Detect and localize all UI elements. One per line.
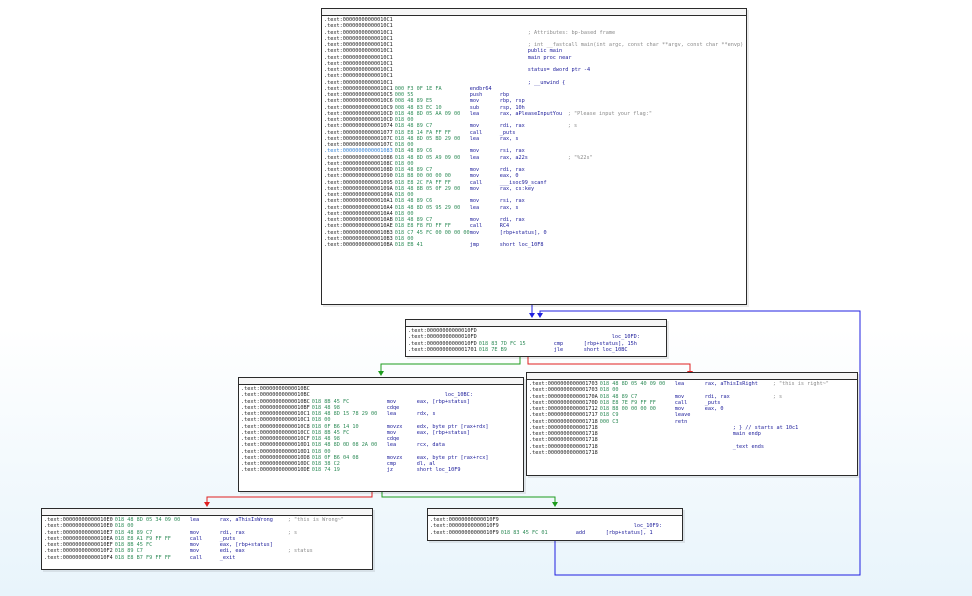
asm-line[interactable]: .text:00000000000010F9018 83 45 FC 01add… — [430, 530, 680, 536]
asm-operands: rax, s — [500, 136, 519, 142]
asm-operands: [rbp+status], 1 — [606, 530, 653, 536]
block-titlebar — [42, 509, 372, 516]
asm-operands: rdx, s — [417, 411, 436, 417]
block-body: .text:0000000000001703018 48 8D 05 40 09… — [527, 380, 857, 458]
asm-operands: rax, aThisIsWrong — [220, 517, 288, 523]
asm-bytes: 018 74 19 — [312, 467, 387, 473]
asm-comment: ; s — [773, 394, 782, 400]
asm-address: .text:00000000000010DE — [241, 467, 310, 473]
asm-address: .text:00000000000010F4 — [44, 555, 113, 561]
asm-operands: [rbp+status], 0 — [500, 230, 547, 236]
block-titlebar — [322, 9, 746, 16]
asm-address: .text:0000000000001701 — [408, 347, 477, 353]
asm-comment: ; "this is Wrong~" — [288, 517, 344, 523]
edge-body-to-inc — [382, 491, 558, 507]
asm-text: _text ends — [733, 444, 764, 450]
asm-text: ; Attributes: bp-based frame — [528, 30, 615, 36]
asm-line[interactable]: .text:00000000000010F4018 E8 B7 F9 FF FF… — [44, 555, 370, 561]
asm-comment: ; "%22s" — [568, 155, 593, 161]
asm-operands: rax, a22s — [500, 155, 568, 161]
asm-text: main endp — [733, 431, 761, 437]
asm-operands: eax, [rbp+status] — [417, 430, 470, 436]
asm-text: ; __unwind { — [528, 80, 565, 86]
asm-address: .text:0000000000001718 — [529, 450, 598, 456]
asm-bytes: 018 7E B9 — [479, 347, 554, 353]
asm-bytes: 000 C3 — [600, 419, 675, 425]
asm-bytes: 018 E8 B7 F9 FF FF — [115, 555, 190, 561]
block-body: .text:00000000000010E0018 48 8D 05 34 09… — [42, 516, 372, 563]
block-body: .text:00000000000010FD.text:000000000000… — [406, 327, 666, 355]
block-titlebar — [406, 320, 666, 327]
asm-address: .text:00000000000010F9 — [430, 530, 499, 536]
asm-operands: rax, s — [500, 205, 519, 211]
edge-body-to-wrong — [204, 491, 372, 507]
block-titlebar — [527, 373, 857, 380]
asm-mnemonic: call — [190, 555, 220, 561]
asm-mnemonic: add — [576, 530, 606, 536]
asm-comment: ; s — [288, 530, 297, 536]
block-body: .text:00000000000010C1.text:000000000000… — [322, 16, 746, 250]
asm-address: .text:00000000000010BA — [324, 242, 393, 248]
asm-comment: ; status — [288, 548, 313, 554]
asm-text: status= dword ptr -4 — [528, 67, 590, 73]
block-body: .text:00000000000010F9.text:000000000000… — [428, 516, 682, 538]
block-titlebar — [428, 509, 682, 516]
asm-operands: rax, aPleaseInputYou — [500, 111, 568, 117]
asm-line[interactable]: .text:0000000000001718 — [529, 450, 855, 456]
asm-mnemonic: retn — [675, 419, 705, 425]
block-increment[interactable]: .text:00000000000010F9.text:000000000000… — [427, 508, 683, 541]
asm-operands: short loc_10F9 — [417, 467, 461, 473]
asm-bytes: 018 EB 41 — [395, 242, 470, 248]
asm-comment: ; "this is right~" — [773, 381, 829, 387]
asm-operands: rcx, data — [417, 442, 445, 448]
asm-mnemonic: jle — [554, 347, 584, 353]
asm-operands: rax, aThisIsRight — [705, 381, 773, 387]
asm-comment: ; s — [568, 123, 577, 129]
asm-comment: ; "Please input your flag:" — [568, 111, 652, 117]
asm-operands: rax, cs:key — [500, 186, 534, 192]
asm-operands: eax, 0 — [705, 406, 724, 412]
block-loop-head[interactable]: .text:00000000000010FD.text:000000000000… — [405, 319, 667, 357]
asm-text: main proc near — [528, 55, 572, 61]
edge-entry-to-loop-head — [529, 304, 535, 318]
asm-line[interactable]: .text:0000000000001701018 7E B9jleshort … — [408, 347, 664, 353]
block-right-exit[interactable]: .text:0000000000001703018 48 8D 05 40 09… — [526, 372, 858, 476]
asm-operands: short loc_10BC — [584, 347, 628, 353]
asm-line[interactable]: .text:00000000000010DE018 74 19jzshort l… — [241, 467, 521, 473]
asm-operands: _exit — [220, 555, 236, 561]
asm-operands: short loc_10F8 — [500, 242, 544, 248]
asm-mnemonic: jmp — [470, 242, 500, 248]
block-body: .text:00000000000010BC.text:000000000000… — [239, 385, 523, 476]
block-main-entry[interactable]: .text:00000000000010C1.text:000000000000… — [321, 8, 747, 305]
block-titlebar — [239, 378, 523, 385]
block-loop-body[interactable]: .text:00000000000010BC.text:000000000000… — [238, 377, 524, 492]
asm-line[interactable]: .text:00000000000010BA018 EB 41jmpshort … — [324, 242, 744, 248]
asm-bytes: 018 83 45 FC 01 — [501, 530, 576, 536]
edge-loop-head-to-body — [378, 356, 520, 376]
asm-mnemonic: jz — [387, 467, 417, 473]
asm-operands: eax, [rbp+status] — [417, 399, 470, 405]
block-wrong-exit[interactable]: .text:00000000000010E0018 48 8D 05 34 09… — [41, 508, 373, 570]
